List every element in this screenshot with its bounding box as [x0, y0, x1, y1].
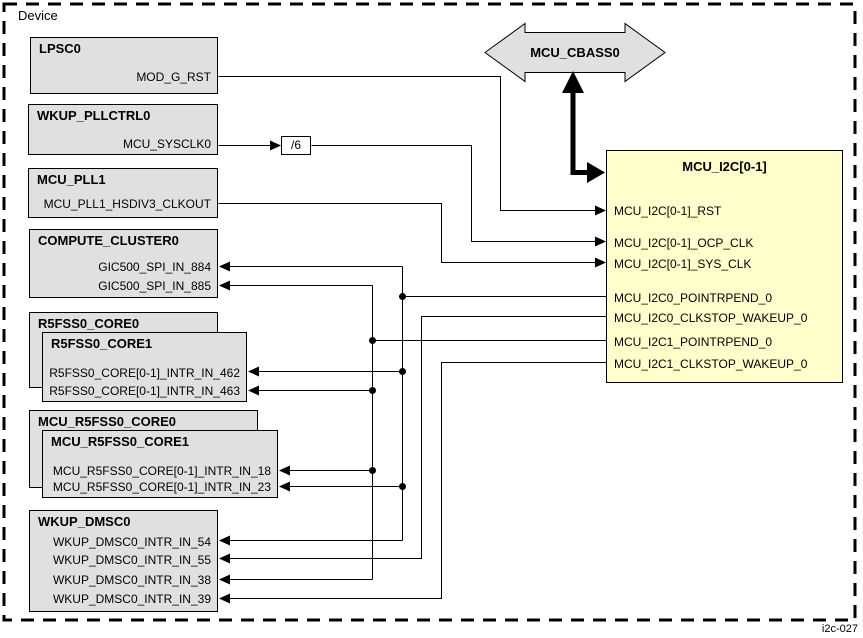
block-title: MCU_R5FSS0_CORE1 — [51, 434, 189, 449]
arrow-left-icon — [219, 261, 230, 272]
block-title: MCU_R5FSS0_CORE0 — [38, 414, 176, 429]
module-title: MCU_I2C[0-1] — [682, 159, 767, 174]
block-title: WKUP_PLLCTRL0 — [37, 108, 151, 123]
signal-wkup-dmsc0-intr-in-38: WKUP_DMSC0_INTR_IN_38 — [52, 573, 211, 587]
junction-dot — [369, 337, 376, 344]
arrow-right-icon — [595, 257, 606, 268]
signal-mod-g-rst: MOD_G_RST — [136, 70, 211, 84]
block-lpsc0: LPSC0 MOD_G_RST — [30, 37, 218, 94]
signal-wkup-dmsc0-intr-in-54: WKUP_DMSC0_INTR_IN_54 — [52, 535, 211, 549]
module-mcu-i2c: MCU_I2C[0-1] MCU_I2C[0-1]_RST MCU_I2C[0-… — [606, 150, 843, 383]
block-mcu-pll1: MCU_PLL1 MCU_PLL1_HSDIV3_CLKOUT — [28, 168, 218, 218]
signal-mcu-i2c1-pointrpend: MCU_I2C1_POINTRPEND_0 — [614, 335, 773, 349]
arrow-up-icon — [562, 71, 584, 93]
signal-mcu-pll1-hsdiv3-clkout: MCU_PLL1_HSDIV3_CLKOUT — [43, 197, 211, 211]
cbass-to-i2c-bus-line — [570, 88, 588, 175]
wire-i2c0-pointrpend — [230, 266, 606, 541]
arrow-left-icon — [279, 481, 290, 492]
wire-mcu-pll1-hsdiv3 — [218, 203, 595, 263]
arrow-left-icon — [248, 385, 259, 396]
block-r5fss0-core1: R5FSS0_CORE1 R5FSS0_CORE[0-1]_INTR_IN_46… — [42, 332, 247, 402]
junction-dot — [399, 368, 406, 375]
arrow-left-icon — [219, 574, 230, 585]
block-wkup-dmsc0: WKUP_DMSC0 WKUP_DMSC0_INTR_IN_54 WKUP_DM… — [29, 510, 218, 612]
arrow-left-icon — [219, 593, 230, 604]
arrow-left-icon — [219, 280, 230, 291]
block-mcu-r5fss0-core1: MCU_R5FSS0_CORE1 MCU_R5FSS0_CORE[0-1]_IN… — [42, 430, 278, 498]
signal-mcu-i2c0-pointrpend: MCU_I2C0_POINTRPEND_0 — [614, 291, 773, 305]
arrow-left-icon — [219, 535, 230, 546]
signal-gic500-spi-in-884: GIC500_SPI_IN_884 — [98, 260, 211, 274]
arrow-left-icon — [248, 366, 259, 377]
arrow-right-icon — [595, 205, 606, 216]
signal-mcu-i2c-rst: MCU_I2C[0-1]_RST — [614, 204, 722, 218]
signal-mcu-sysclk0: MCU_SYSCLK0 — [122, 137, 211, 151]
block-title: WKUP_DMSC0 — [38, 514, 131, 529]
arrow-right-icon — [595, 236, 606, 247]
block-title: LPSC0 — [39, 41, 81, 56]
block-compute-cluster0: COMPUTE_CLUSTER0 GIC500_SPI_IN_884 GIC50… — [29, 229, 218, 298]
wire-i2c1-clkstop-wakeup — [230, 362, 606, 599]
wire-div6-out — [311, 145, 595, 242]
wire-i2c0-clkstop-wakeup — [230, 316, 606, 559]
signal-wkup-dmsc0-intr-in-55: WKUP_DMSC0_INTR_IN_55 — [52, 553, 211, 567]
signal-mcu-r5fss0-intr-in-23: MCU_R5FSS0_CORE[0-1]_INTR_IN_23 — [52, 480, 271, 494]
signal-mcu-i2c-sys-clk: MCU_I2C[0-1]_SYS_CLK — [614, 257, 752, 271]
signal-gic500-spi-in-885: GIC500_SPI_IN_885 — [98, 279, 211, 293]
wire-i2c1-pointrpend — [230, 285, 606, 580]
signal-mcu-i2c-ocp-clk: MCU_I2C[0-1]_OCP_CLK — [614, 236, 754, 250]
block-title: MCU_PLL1 — [37, 172, 106, 187]
junction-dot — [369, 387, 376, 394]
cbass-label: MCU_CBASS0 — [530, 45, 620, 60]
signal-mcu-r5fss0-intr-in-18: MCU_R5FSS0_CORE[0-1]_INTR_IN_18 — [52, 464, 271, 478]
arrow-left-icon — [219, 553, 230, 564]
figure-id-label: i2c-027 — [821, 623, 858, 635]
wire-mod-g-rst — [218, 76, 595, 211]
block-title: R5FSS0_CORE0 — [38, 316, 140, 331]
block-title: COMPUTE_CLUSTER0 — [38, 233, 179, 248]
arrow-right-icon — [270, 140, 281, 151]
junction-dot — [399, 483, 406, 490]
block-title: R5FSS0_CORE1 — [51, 336, 153, 351]
signal-mcu-i2c1-clkstop-wakeup: MCU_I2C1_CLKSTOP_WAKEUP_0 — [614, 357, 808, 371]
junction-dot — [399, 293, 406, 300]
junction-dot — [369, 467, 376, 474]
signal-mcu-i2c0-clkstop-wakeup: MCU_I2C0_CLKSTOP_WAKEUP_0 — [614, 311, 808, 325]
arrow-right-icon — [587, 162, 605, 183]
block-wkup-pllctrl0: WKUP_PLLCTRL0 MCU_SYSCLK0 — [28, 104, 218, 155]
signal-r5fss0-intr-in-462: R5FSS0_CORE[0-1]_INTR_IN_462 — [49, 366, 240, 380]
signal-r5fss0-intr-in-463: R5FSS0_CORE[0-1]_INTR_IN_463 — [49, 384, 240, 398]
signal-wkup-dmsc0-intr-in-39: WKUP_DMSC0_INTR_IN_39 — [52, 592, 211, 606]
device-label: Device — [18, 8, 58, 23]
arrow-left-icon — [279, 465, 290, 476]
clock-divider-box: /6 — [281, 136, 311, 155]
